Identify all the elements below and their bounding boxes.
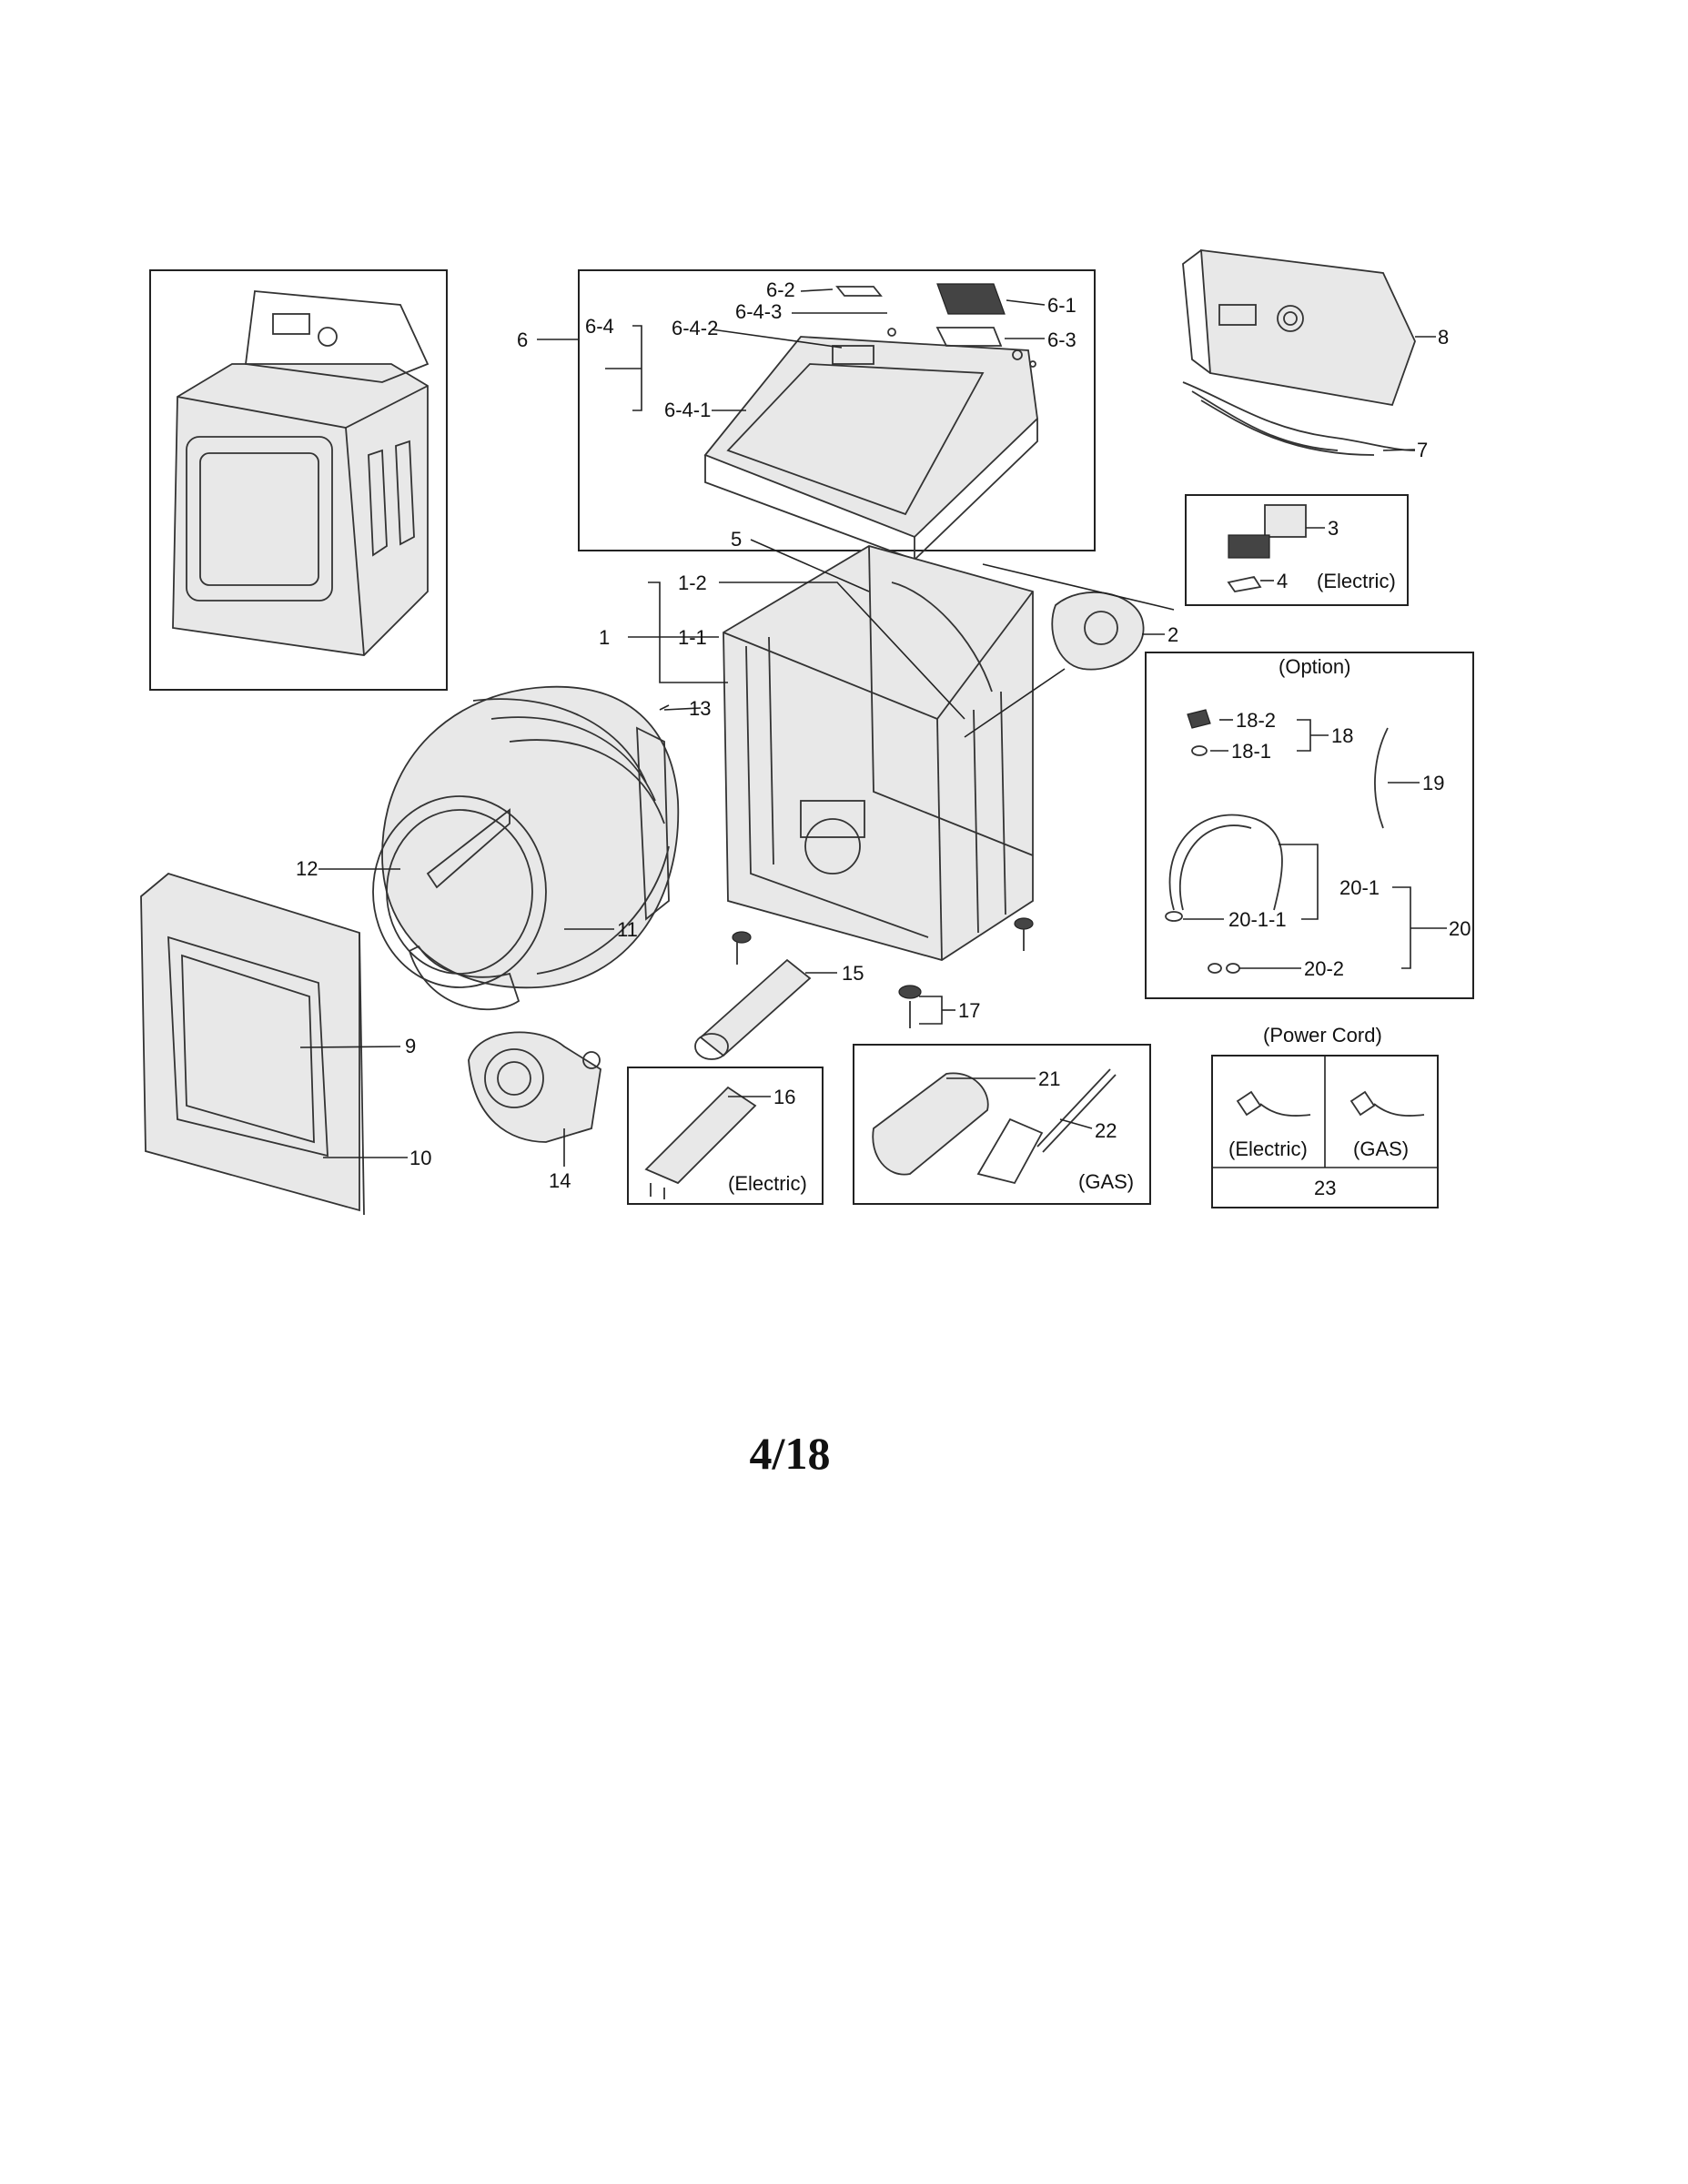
dryer-overview: [149, 269, 448, 691]
label-4: 4: [1277, 570, 1288, 592]
note-option-title: (Option): [1279, 655, 1350, 678]
label-1-2: 1-2: [678, 571, 707, 594]
label-17: 17: [958, 999, 980, 1022]
option-accessories-box: [1145, 652, 1474, 999]
note-cord-gas: (GAS): [1353, 1138, 1409, 1160]
heater-box: [627, 1067, 824, 1205]
label-21: 21: [1038, 1067, 1060, 1090]
label-20: 20: [1449, 917, 1471, 940]
label-11: 11: [617, 918, 638, 941]
leader-lines: [299, 288, 1447, 1167]
label-6-4-2: 6-4-2: [672, 317, 718, 339]
door: [140, 872, 365, 1216]
power-cord-box: [1211, 1055, 1439, 1208]
label-23: 23: [1314, 1177, 1336, 1199]
label-18-1: 18-1: [1231, 740, 1271, 763]
cabinet: [723, 545, 1034, 1028]
page-number: 4/18: [749, 1428, 831, 1479]
gas-valve-box: [853, 1044, 1151, 1205]
label-6: 6: [517, 329, 528, 351]
note-cord-electric: (Electric): [1228, 1138, 1308, 1160]
label-6-4: 6-4: [585, 315, 614, 338]
label-5: 5: [731, 528, 742, 551]
label-20-1-1: 20-1-1: [1228, 908, 1287, 931]
exhaust-cover: [964, 563, 1175, 738]
note-electric-3-4: (Electric): [1317, 570, 1396, 592]
label-18: 18: [1331, 724, 1353, 747]
label-15: 15: [842, 962, 864, 985]
label-2: 2: [1167, 623, 1178, 646]
label-6-4-3: 6-4-3: [735, 300, 782, 323]
note-electric-16: (Electric): [728, 1172, 807, 1195]
label-3: 3: [1328, 517, 1339, 540]
note-power-cord-title: (Power Cord): [1263, 1024, 1382, 1046]
blower-housing: [468, 1031, 601, 1143]
label-6-1: 6-1: [1047, 294, 1076, 317]
label-9: 9: [405, 1035, 416, 1057]
label-20-1: 20-1: [1339, 876, 1380, 899]
label-13: 13: [689, 697, 711, 720]
label-6-4-1: 6-4-1: [664, 399, 711, 421]
label-18-2: 18-2: [1236, 709, 1276, 732]
label-10: 10: [409, 1147, 431, 1169]
top-panel-assembly: [578, 269, 1096, 561]
exhaust-duct: [694, 958, 812, 1060]
label-6-3: 6-3: [1047, 329, 1076, 351]
label-8: 8: [1438, 326, 1449, 349]
label-22: 22: [1095, 1119, 1117, 1142]
label-1-1: 1-1: [678, 626, 707, 649]
control-panel-and-harness: [1182, 248, 1416, 456]
label-1: 1: [599, 626, 610, 649]
electric-filter-box: [1185, 494, 1409, 606]
note-gas-21-22: (GAS): [1078, 1170, 1134, 1193]
label-16: 16: [773, 1086, 795, 1108]
drum: [372, 685, 680, 1011]
label-12: 12: [296, 857, 318, 880]
part-labels: 6-2 6-4-3 6-4-2 6 6-4 6-4-1 6-1 6-3 8 7 …: [296, 278, 1471, 1199]
label-19: 19: [1422, 772, 1444, 794]
label-20-2: 20-2: [1304, 957, 1344, 980]
label-7: 7: [1417, 439, 1428, 461]
label-14: 14: [549, 1169, 571, 1192]
label-6-2: 6-2: [766, 278, 795, 301]
